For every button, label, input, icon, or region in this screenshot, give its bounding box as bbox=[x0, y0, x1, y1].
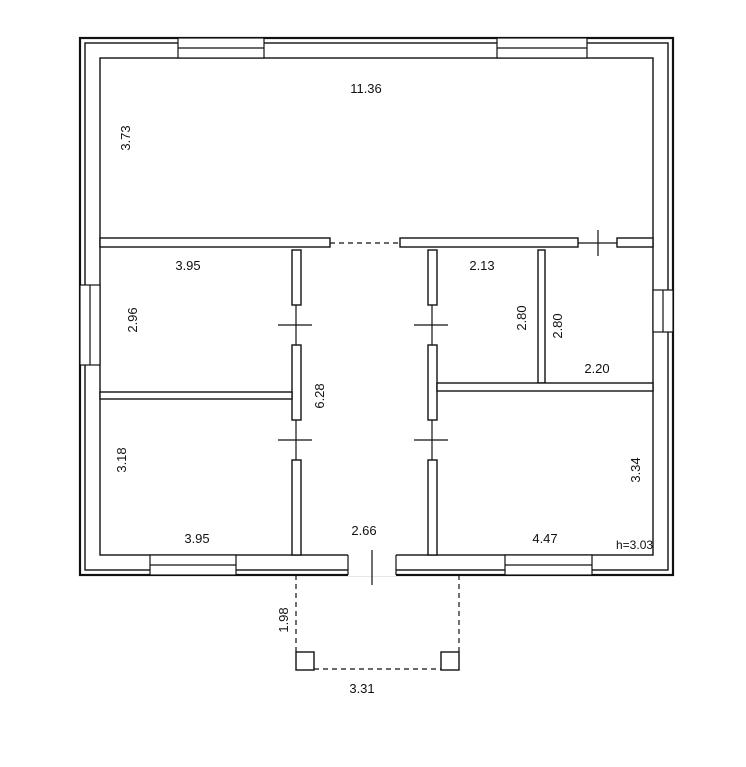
label-top-room-width: 11.36 bbox=[350, 81, 382, 96]
label-corridor-length: 6.28 bbox=[312, 383, 327, 408]
exterior-walls bbox=[78, 36, 675, 577]
label-corridor-width: 2.66 bbox=[351, 523, 376, 538]
label-right-lower-depth: 3.34 bbox=[628, 457, 643, 482]
label-top-room-depth: 3.73 bbox=[118, 125, 133, 150]
label-left-upper-width: 3.95 bbox=[175, 258, 200, 273]
dimension-labels: 11.36 3.73 3.95 2.96 3.18 3.95 6.28 2.66… bbox=[114, 81, 653, 696]
label-small-room-depth-a: 2.80 bbox=[514, 305, 529, 330]
windows bbox=[79, 37, 674, 576]
label-left-upper-depth: 2.96 bbox=[125, 307, 140, 332]
label-ceiling-height: h=3.03 bbox=[616, 538, 653, 552]
entrance-door bbox=[347, 550, 397, 585]
label-left-lower-width: 3.95 bbox=[184, 531, 209, 546]
label-right-lower-width: 4.47 bbox=[532, 531, 557, 546]
label-small-room-depth-b: 2.80 bbox=[550, 313, 565, 338]
interior-walls bbox=[99, 230, 654, 556]
label-porch-width: 3.31 bbox=[349, 681, 374, 696]
porch bbox=[295, 575, 460, 671]
label-left-lower-depth: 3.18 bbox=[114, 447, 129, 472]
label-small-room-width: 2.13 bbox=[469, 258, 494, 273]
label-bath-width: 2.20 bbox=[584, 361, 609, 376]
label-porch-depth: 1.98 bbox=[276, 607, 291, 632]
